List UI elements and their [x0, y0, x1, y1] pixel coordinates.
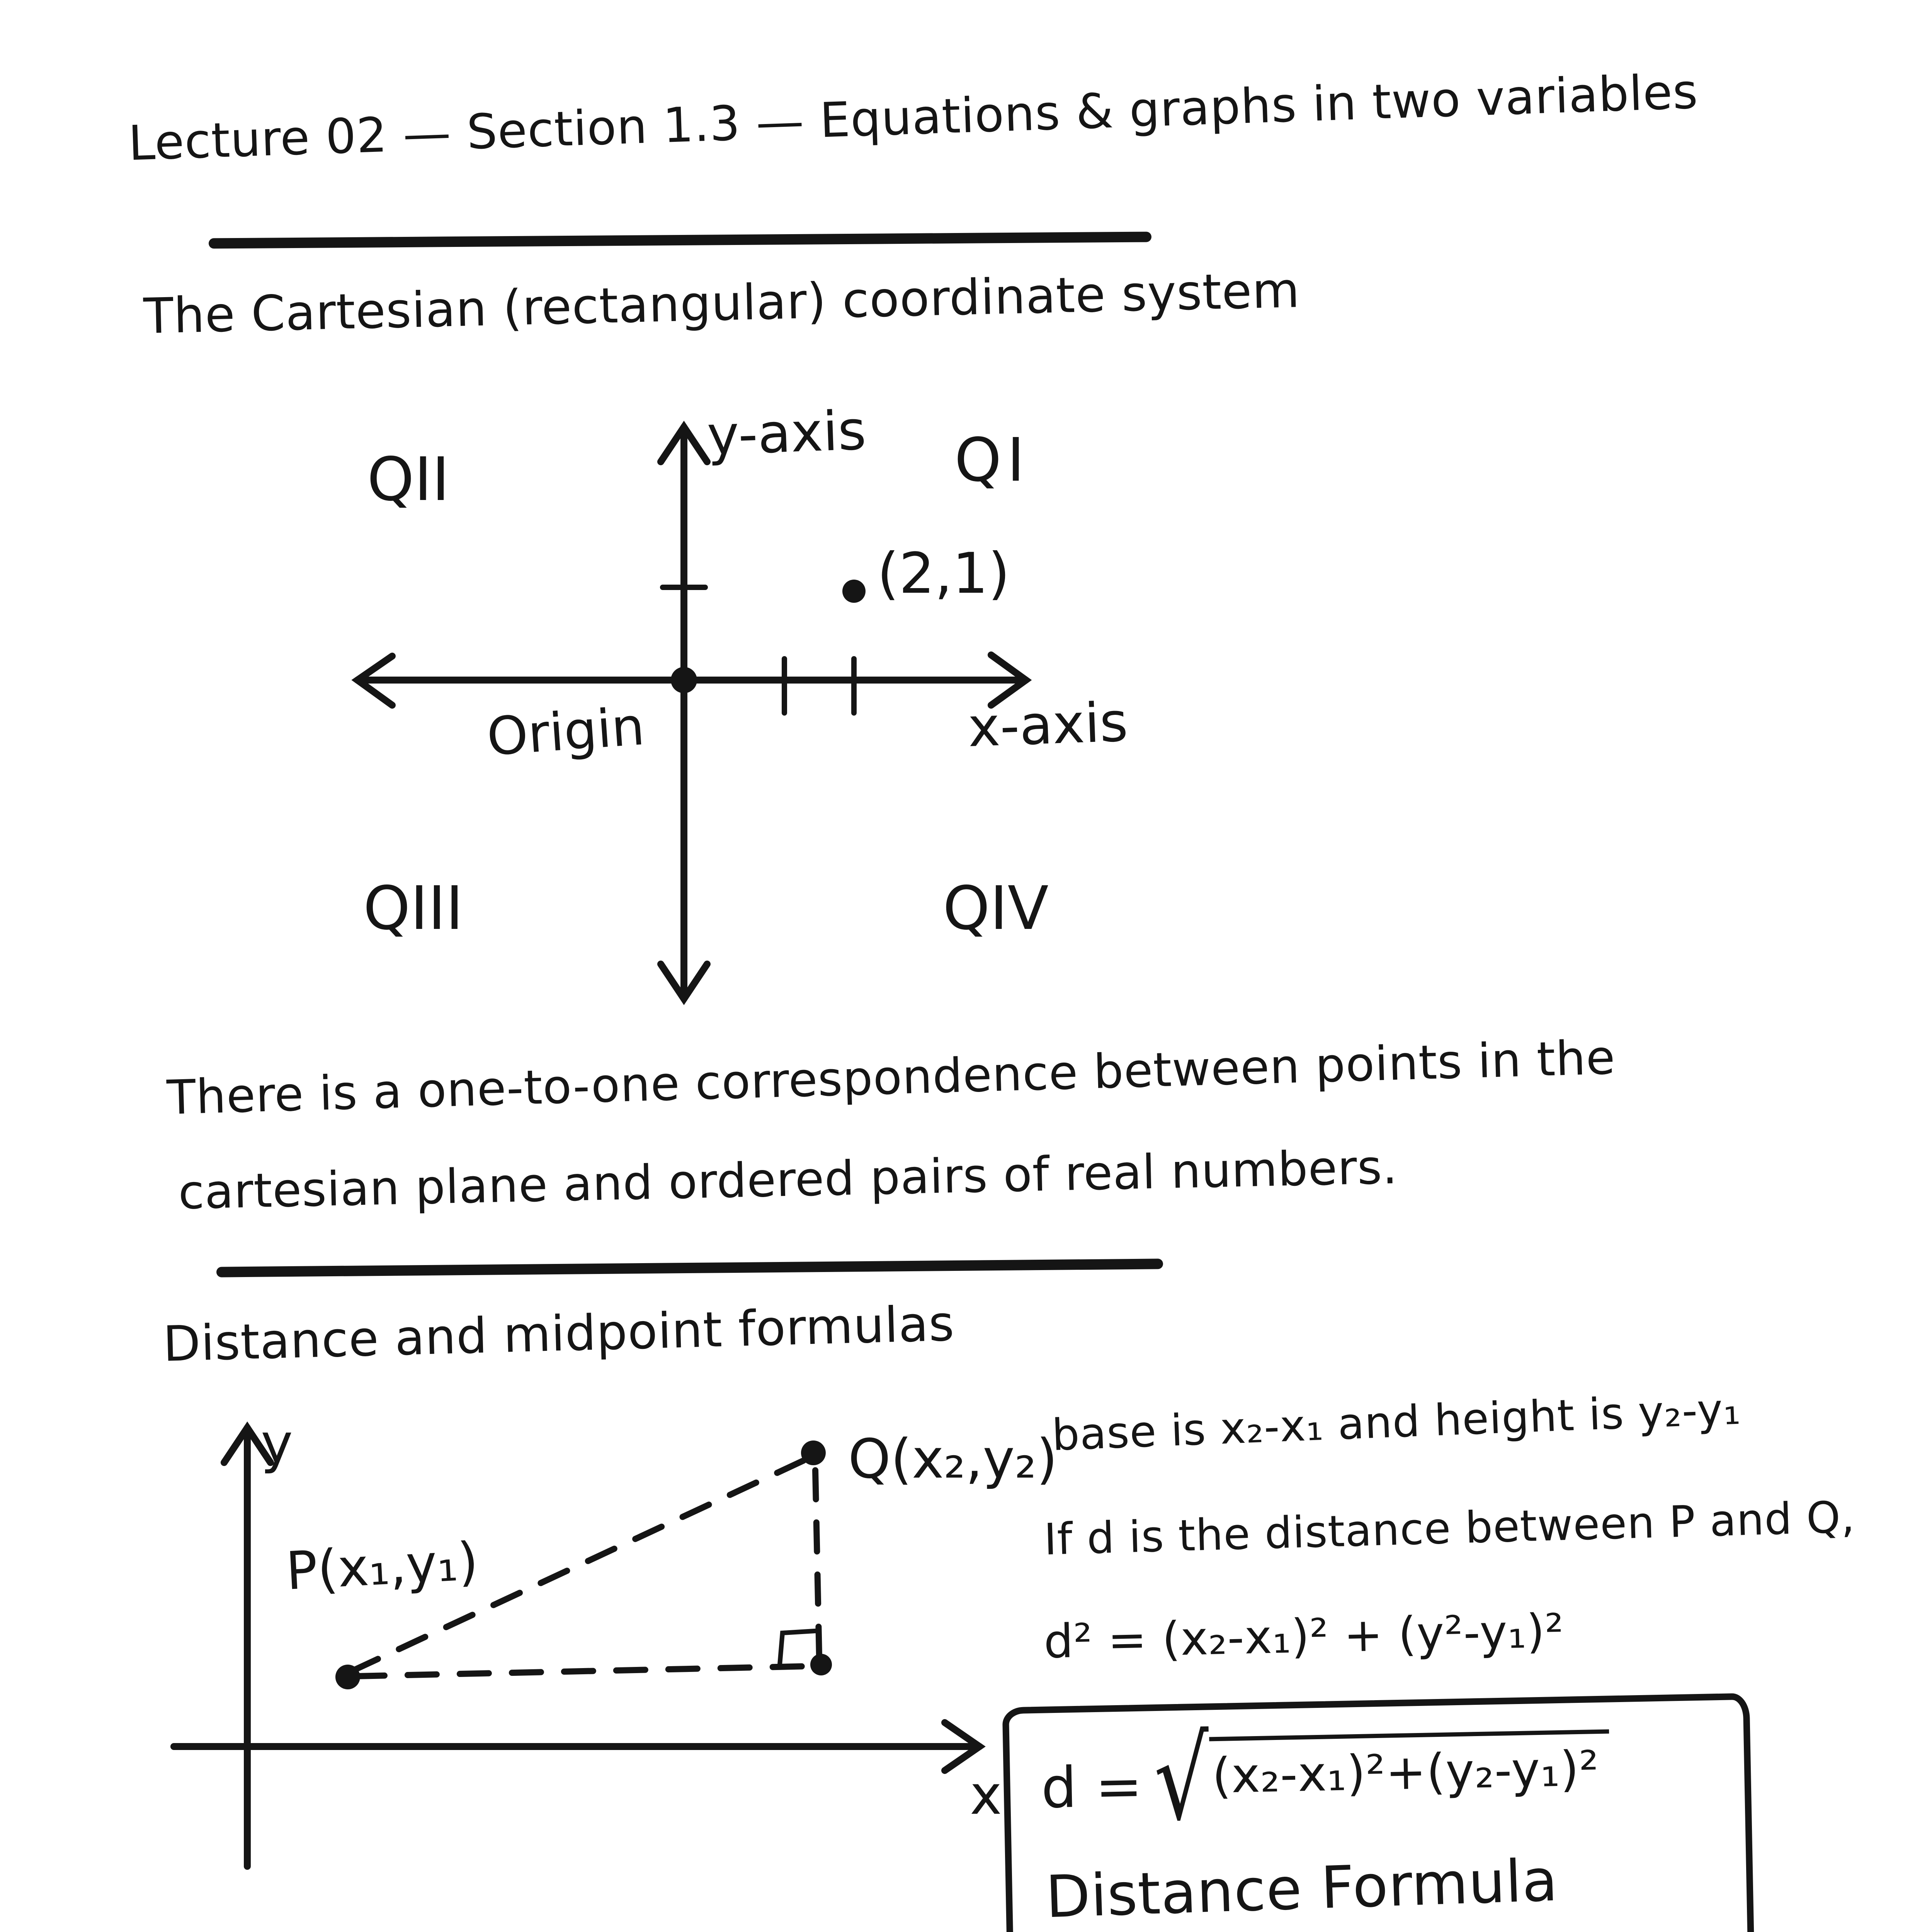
y-axis-label: y-axis — [706, 399, 867, 468]
down-arrowhead-icon — [657, 961, 711, 1005]
point-2-1-label: (2,1) — [877, 541, 1010, 606]
distance-formula-equation: d = √ (x₂-x₁)²+(y₂-y₁)² — [1040, 1713, 1611, 1846]
y-axis-label: y — [261, 1412, 293, 1475]
right-angle-mark — [777, 1628, 821, 1670]
square-root-expression: √ (x₂-x₁)²+(y₂-y₁)² — [1153, 1713, 1611, 1846]
cartesian-axes-drawing — [351, 420, 1032, 1005]
up-arrowhead-icon — [657, 420, 711, 465]
distance-note-line-2: If d is the distance between P and Q, — [1043, 1492, 1856, 1565]
title-underline — [208, 231, 1152, 249]
base-dashed-line — [352, 1663, 815, 1679]
distance-formula-caption: Distance Formula — [1044, 1847, 1559, 1931]
right-arrowhead-icon — [941, 1719, 986, 1774]
right-arrowhead-icon — [988, 651, 1032, 709]
section-divider — [216, 1259, 1163, 1277]
point-p-dot — [335, 1665, 360, 1689]
up-arrowhead-icon — [221, 1421, 274, 1466]
point-q-label: Q(x₂,y₂) — [848, 1428, 1058, 1491]
section-heading-cartesian: The Cartesian (rectangular) coordinate s… — [143, 262, 1301, 345]
distance-diagram: y P(x₁,y₁) Q(x₂,y₂) x — [162, 1403, 1070, 1886]
quadrant-1-label: QI — [954, 425, 1030, 495]
left-arrowhead-icon — [351, 653, 396, 709]
paragraph-line-2: cartesian plane and ordered pairs of rea… — [178, 1139, 1398, 1220]
origin-dot — [671, 667, 697, 693]
distance-note-line-1: base is x₂-x₁ and height is y₂-y₁ — [1051, 1384, 1742, 1461]
distance-axes-drawing — [170, 1421, 986, 1870]
corner-dot — [810, 1654, 832, 1675]
distance-formula-box: d = √ (x₂-x₁)²+(y₂-y₁)² Distance Formula — [1002, 1693, 1755, 1932]
section-heading-formulas: Distance and midpoint formulas — [162, 1295, 955, 1372]
paragraph-line-1: There is a one-to-one correspondence bet… — [166, 1030, 1616, 1125]
x-axis-label: x — [970, 1764, 1002, 1827]
hypotenuse-dashed-line — [349, 1456, 811, 1674]
radicand: (x₂-x₁)²+(y₂-y₁)² — [1209, 1729, 1611, 1804]
cartesian-diagram: QII y-axis QI (2,1) Origin x-axis QIII Q… — [340, 398, 1190, 1032]
quadrant-4-label: QIV — [943, 873, 1049, 943]
height-dashed-line — [812, 1467, 822, 1659]
distance-formula-lhs: d = — [1041, 1753, 1143, 1821]
point-2-1-dot — [842, 580, 866, 603]
point-q-dot — [801, 1440, 826, 1465]
origin-label: Origin — [485, 696, 647, 768]
distance-squared-equation: d² = (x₂-x₁)² + (y²-y₁)² — [1043, 1604, 1565, 1669]
quadrant-3-label: QIII — [363, 873, 464, 943]
page-title: Lecture 02 — Section 1.3 — Equations & g… — [128, 64, 1699, 172]
radical-sign: √ — [1153, 1713, 1211, 1846]
quadrant-2-label: QII — [367, 444, 450, 514]
point-p-label: P(x₁,y₁) — [284, 1531, 480, 1602]
x-axis-label: x-axis — [967, 690, 1129, 760]
